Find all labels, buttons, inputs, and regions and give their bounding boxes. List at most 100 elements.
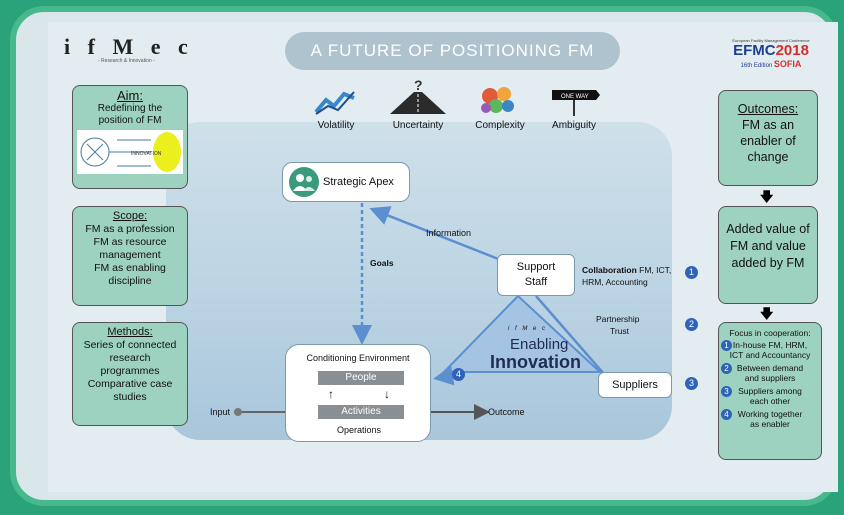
scope-line: FM as a profession xyxy=(85,223,175,235)
efmc-year: 2018 xyxy=(775,42,809,59)
methods-box: Methods: Series of connected research pr… xyxy=(72,322,188,426)
aim-illustration-label: INNOVATION xyxy=(131,151,162,157)
collaboration-text: Collaboration FM, ICT, HRM, Accounting xyxy=(582,264,671,288)
focus-number-3: 3 xyxy=(721,386,732,397)
efmc-name: EFMC xyxy=(733,42,776,59)
operations-label: Operations xyxy=(336,425,382,435)
efmc-edition: 16th Edition xyxy=(740,63,773,69)
focus-number-2: 2 xyxy=(721,363,732,374)
support-staff-line: Staff xyxy=(524,276,548,288)
outcomes-title: Outcomes: xyxy=(737,102,799,116)
aim-illustration: INNOVATION xyxy=(77,130,183,174)
added-value-line: Added value of xyxy=(726,222,810,236)
outcomes-line: change xyxy=(747,150,789,164)
svg-text:?: ? xyxy=(414,78,423,93)
innovation-to-operations-arrow xyxy=(433,365,455,386)
input-label: Input xyxy=(210,407,231,417)
added-value-box: Added value of FM and value added by FM xyxy=(718,206,818,304)
efmc-logo: European Facility Management Conference … xyxy=(724,38,818,72)
information-label: Information xyxy=(426,228,472,238)
focus-number-4: 4 xyxy=(721,409,732,420)
focus-item-line: and suppliers xyxy=(744,373,796,383)
goals-label: Goals xyxy=(370,258,394,268)
focus-item-line: each other xyxy=(749,396,791,406)
added-value-line: FM and value xyxy=(730,239,806,253)
vuca-label-ambiguity: Ambiguity xyxy=(552,120,596,131)
scope-line: management xyxy=(99,249,161,261)
methods-line: Comparative case xyxy=(87,378,173,390)
ambiguity-sign-label: ONE WAY xyxy=(561,94,589,100)
focus-item-line: ICT and Accountancy xyxy=(729,350,811,360)
efmc-title: EFMC2018 xyxy=(724,43,818,59)
triangle-to-support xyxy=(535,295,605,375)
efmc-city: SOFIA xyxy=(773,59,802,69)
arrow-up-icon: ↑ xyxy=(328,387,334,401)
scope-line: discipline xyxy=(108,275,152,287)
vuca-label-uncertainty: Uncertainty xyxy=(392,120,444,131)
operations-box: Conditioning Environment People ↑ ↓ Acti… xyxy=(285,344,431,442)
slide-title: A FUTURE OF POSITIONING FM xyxy=(285,32,620,70)
arrow-down-icon: ↓ xyxy=(384,387,390,401)
efmc-edition-row: 16th Edition SOFIA xyxy=(724,59,818,69)
strategic-apex-label: Strategic Apex xyxy=(323,176,394,188)
outcome-label: Outcome xyxy=(488,407,525,417)
strategic-apex-box: Strategic Apex xyxy=(282,162,410,202)
methods-title: Methods: xyxy=(107,326,153,338)
scope-box: Scope: FM as a profession FM as resource… xyxy=(72,206,188,306)
number-badge-4-diagram: 4 xyxy=(452,368,465,381)
focus-item-line: Between demand xyxy=(736,363,804,373)
outcomes-box: Outcomes: FM as an enabler of change xyxy=(718,90,818,186)
aim-box: Aim: Redefining the position of FM INNOV… xyxy=(72,85,188,189)
arrow-down-icon: 🡇 xyxy=(760,306,774,321)
suppliers-box: Suppliers xyxy=(598,372,672,398)
methods-line: research xyxy=(109,352,151,364)
people-icon xyxy=(289,167,319,197)
ifmec-logo: i f M e c xyxy=(64,34,194,59)
vuca-label-complexity: Complexity xyxy=(475,120,525,131)
outcomes-line: enabler of xyxy=(740,134,796,148)
volatility-icon xyxy=(314,91,355,115)
activities-bar: Activities xyxy=(318,405,404,419)
complexity-icon xyxy=(481,87,514,113)
triangle-logo: i f M e c xyxy=(508,326,548,332)
collaboration-line: HRM, Accounting xyxy=(582,277,648,287)
focus-box: Focus in cooperation: 1 In-house FM, HRM… xyxy=(718,322,822,460)
focus-title: Focus in cooperation: xyxy=(729,328,811,338)
vuca-label-volatility: Volatility xyxy=(317,120,355,131)
enabling-innovation-triangle xyxy=(441,294,603,373)
focus-item-line: Working together xyxy=(737,409,803,419)
methods-line: studies xyxy=(113,391,147,403)
information-arrow xyxy=(369,206,507,264)
efmc-conference-label: European Facility Management Conference xyxy=(732,38,810,43)
focus-item-line: Suppliers among xyxy=(738,386,802,396)
scope-line: FM as resource xyxy=(93,236,167,248)
focus-item-line: In-house FM, HRM, xyxy=(732,340,808,350)
arrow-down-icon: 🡇 xyxy=(760,189,774,204)
collaboration-label: Collaboration xyxy=(582,265,637,275)
people-bar: People xyxy=(318,371,404,385)
focus-item: 4 Working together as enabler xyxy=(719,409,821,429)
trust-label: Trust xyxy=(610,326,630,336)
number-badge-1: 1 xyxy=(685,266,698,279)
focus-item: 1 In-house FM, HRM, ICT and Accountancy xyxy=(719,340,821,360)
outcomes-line: FM as an xyxy=(741,118,795,132)
support-staff-line: Support xyxy=(516,261,556,273)
focus-item-line: as enabler xyxy=(750,419,790,429)
suppliers-label: Suppliers xyxy=(612,379,658,391)
support-staff-box: Support Staff xyxy=(497,254,575,296)
ifmec-logo-subtitle: - Research & Innovation - xyxy=(98,58,155,64)
added-value-line: added by FM xyxy=(731,256,805,270)
methods-line: programmes xyxy=(100,365,160,377)
scope-line: FM as enabling xyxy=(94,262,166,274)
number-badge-3: 3 xyxy=(685,377,698,390)
collaboration-line: FM, ICT, xyxy=(639,265,672,275)
enabling-label: Enabling xyxy=(510,336,569,353)
focus-item: 2 Between demand and suppliers xyxy=(719,363,821,383)
conditioning-environment-label: Conditioning Environment xyxy=(306,353,410,363)
innovation-label: Innovation xyxy=(490,352,581,372)
ambiguity-icon: ONE WAY xyxy=(552,90,600,116)
uncertainty-icon: ? xyxy=(390,78,446,114)
scope-title: Scope: xyxy=(112,210,148,222)
focus-number-1: 1 xyxy=(721,340,732,351)
